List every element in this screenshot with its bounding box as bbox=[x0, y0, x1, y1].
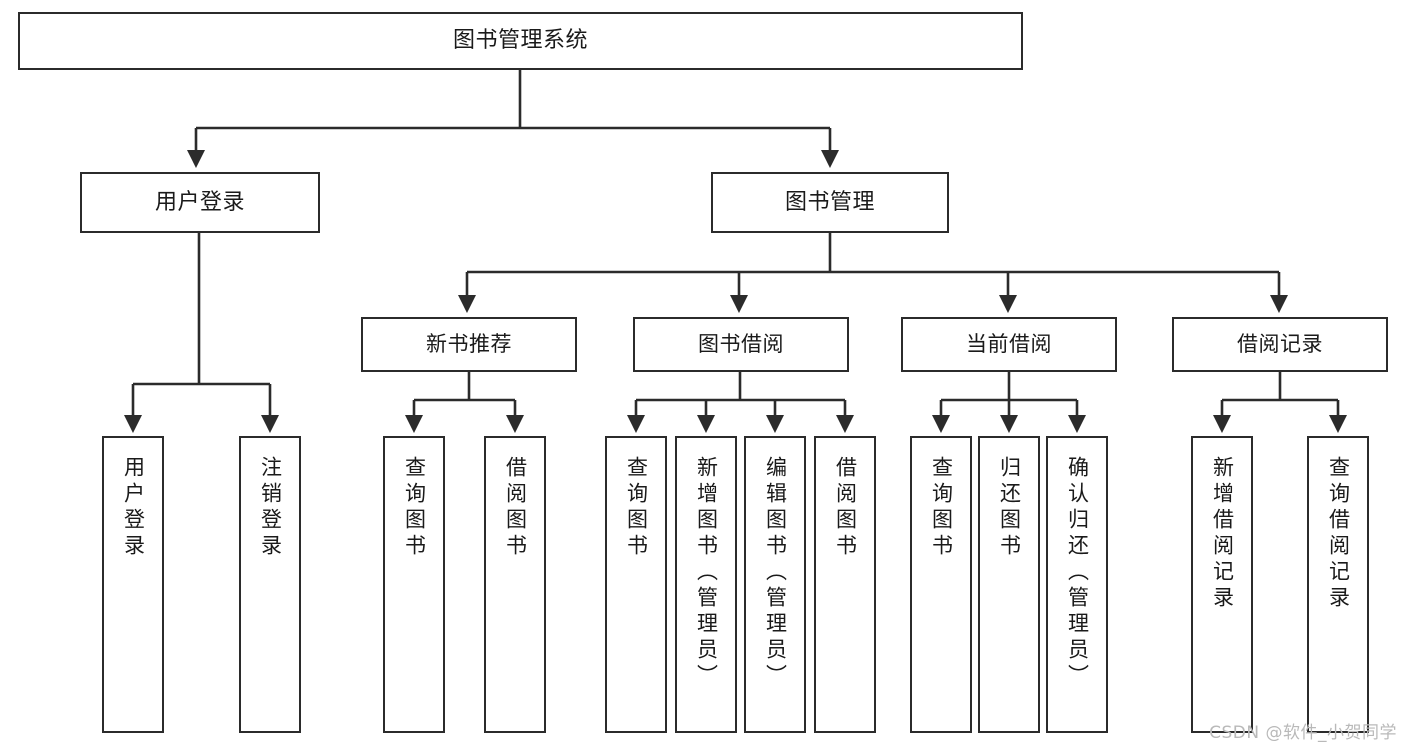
node-leaf-query-record-label: 查询借阅记录 bbox=[1326, 456, 1351, 612]
node-current-borrow[interactable]: 当前借阅 bbox=[901, 317, 1117, 372]
node-leaf-borrow-book-2-label: 借阅图书 bbox=[833, 456, 858, 560]
node-leaf-return-book-label: 归还图书 bbox=[997, 456, 1022, 560]
node-new-book-rec[interactable]: 新书推荐 bbox=[361, 317, 577, 372]
node-leaf-logout-login[interactable]: 注销登录 bbox=[239, 436, 301, 733]
node-leaf-logout-login-label: 注销登录 bbox=[258, 456, 283, 560]
node-leaf-confirm-return[interactable]: 确认归还（管理员） bbox=[1046, 436, 1108, 733]
node-leaf-return-book[interactable]: 归还图书 bbox=[978, 436, 1040, 733]
node-leaf-query-book-2-label: 查询图书 bbox=[624, 456, 649, 560]
node-root[interactable]: 图书管理系统 bbox=[18, 12, 1023, 70]
node-book-borrow-label: 图书借阅 bbox=[698, 332, 784, 357]
watermark-text: CSDN @软件_小贺同学 bbox=[1209, 723, 1397, 743]
node-leaf-query-book-2[interactable]: 查询图书 bbox=[605, 436, 667, 733]
node-borrow-record[interactable]: 借阅记录 bbox=[1172, 317, 1388, 372]
node-leaf-borrow-book-1-label: 借阅图书 bbox=[503, 456, 528, 560]
node-leaf-query-book-3-label: 查询图书 bbox=[929, 456, 954, 560]
node-leaf-query-book-1[interactable]: 查询图书 bbox=[383, 436, 445, 733]
node-leaf-add-record[interactable]: 新增借阅记录 bbox=[1191, 436, 1253, 733]
node-user-login-label: 用户登录 bbox=[154, 189, 245, 215]
node-leaf-borrow-book-1[interactable]: 借阅图书 bbox=[484, 436, 546, 733]
node-leaf-query-book-3[interactable]: 查询图书 bbox=[910, 436, 972, 733]
node-leaf-add-book[interactable]: 新增图书（管理员） bbox=[675, 436, 737, 733]
node-leaf-user-login-label: 用户登录 bbox=[121, 456, 146, 560]
node-leaf-edit-book[interactable]: 编辑图书（管理员） bbox=[744, 436, 806, 733]
node-book-borrow[interactable]: 图书借阅 bbox=[633, 317, 849, 372]
node-book-manage[interactable]: 图书管理 bbox=[711, 172, 949, 233]
node-leaf-borrow-book-2[interactable]: 借阅图书 bbox=[814, 436, 876, 733]
node-leaf-confirm-return-label: 确认归还（管理员） bbox=[1065, 456, 1090, 690]
node-leaf-query-record[interactable]: 查询借阅记录 bbox=[1307, 436, 1369, 733]
node-leaf-add-book-label: 新增图书（管理员） bbox=[694, 456, 719, 690]
node-leaf-edit-book-label: 编辑图书（管理员） bbox=[763, 456, 788, 690]
node-book-manage-label: 图书管理 bbox=[784, 189, 875, 215]
node-leaf-query-book-1-label: 查询图书 bbox=[402, 456, 427, 560]
node-leaf-add-record-label: 新增借阅记录 bbox=[1210, 456, 1235, 612]
node-user-login[interactable]: 用户登录 bbox=[80, 172, 320, 233]
node-current-borrow-label: 当前借阅 bbox=[966, 332, 1052, 357]
node-root-label: 图书管理系统 bbox=[452, 28, 588, 54]
node-borrow-record-label: 借阅记录 bbox=[1237, 332, 1323, 357]
node-leaf-user-login[interactable]: 用户登录 bbox=[102, 436, 164, 733]
node-new-book-rec-label: 新书推荐 bbox=[426, 332, 512, 357]
